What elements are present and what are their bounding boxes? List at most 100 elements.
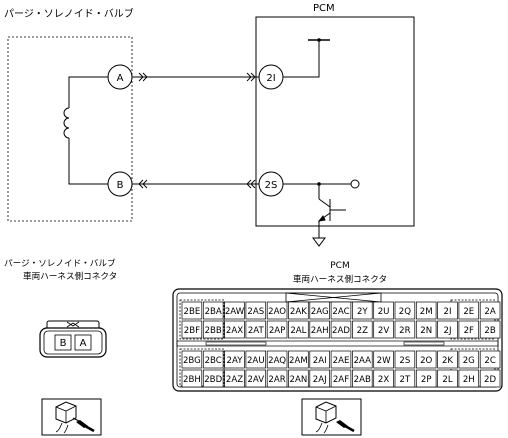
pcm-pin-cell: [224, 369, 245, 388]
pcm-pin-label: 2AI: [313, 356, 327, 366]
pcm-pin-cell: [373, 301, 394, 320]
pcm-pin-cell: [394, 301, 416, 320]
pcm-pin-cell: [309, 301, 330, 320]
coil-wire-a: [68, 76, 108, 108]
ground-icon: [312, 237, 326, 247]
pcm-pin-label: 2AW: [225, 307, 245, 317]
pcm-pin-cell: [266, 301, 288, 320]
pcm-pin-cell: [479, 369, 501, 388]
component-title: パージ・ソレノイド・バルブ: [4, 7, 134, 20]
pcm-pin-cell: [181, 320, 203, 339]
pcm-pin-label: 2AF: [333, 375, 349, 385]
pcm-pin-cell: [415, 369, 437, 388]
pcm-pin-label: 2F: [464, 326, 474, 336]
pcm-pin-label: 2AN: [290, 375, 308, 385]
pcm-pin-label: 2AU: [247, 356, 265, 366]
pcm-pin-cell: [202, 301, 224, 320]
pcm-pin-cell: [288, 301, 309, 320]
pcm-pin-cell: [181, 301, 203, 320]
pcm-pin-cell: [415, 301, 437, 320]
pcm-pin-label: 2I: [443, 307, 451, 317]
solenoid-connector-subtitle: 車両ハーネス側コネクタ: [23, 270, 117, 282]
pcm-pin-cell: [309, 320, 330, 339]
pcm-pin-cell: [458, 350, 480, 369]
pcm-pin-cell: [181, 369, 203, 388]
pcm-pin-cell: [458, 320, 480, 339]
pcm-pin-cell: [352, 301, 373, 320]
pcm-pin-cell: [245, 350, 267, 369]
pcm-pin-cell: [415, 350, 437, 369]
pcm-connector-shell: [172, 288, 503, 392]
pcm-pin-label: 2AJ: [313, 375, 327, 385]
pcm-pin-cell: [288, 350, 309, 369]
pcm-pin-cell: [373, 369, 394, 388]
pcm-pin-label: 2M: [420, 307, 433, 317]
pcm-pin-cell: [415, 320, 437, 339]
pcm-pin-label: 2AH: [311, 326, 329, 336]
pcm-pin-cell: [330, 350, 352, 369]
pcm-connector-subtitle: 車両ハーネス側コネクタ: [293, 273, 387, 285]
pcm-title: PCM: [313, 3, 335, 14]
pcm-pin-cell: [479, 350, 501, 369]
pcm-pin-label: 2U: [378, 307, 390, 317]
pcm-pin-cell: [479, 320, 501, 339]
pcm-pin-label: 2AY: [227, 356, 244, 366]
pcm-pin-label: 2AV: [247, 375, 264, 385]
pcm-pin-cell: [352, 320, 373, 339]
pcm-pin-label: 2AC: [332, 307, 349, 317]
pcm-pin-label: 2AA: [354, 356, 372, 366]
transistor-icon: [317, 184, 346, 238]
pcm-pin-cell: [309, 369, 330, 388]
pcm-pin-cell: [202, 369, 224, 388]
coil-wire-b: [68, 138, 108, 185]
pcm-pin-label: 2P: [421, 375, 432, 385]
pcm-pin-label: 2O: [420, 356, 432, 366]
pcm-pin-label: 2AX: [226, 326, 243, 336]
pcm-pin-cell: [394, 350, 416, 369]
pcm-pin-cell: [181, 350, 203, 369]
harness-probe-icon: [301, 398, 362, 436]
pcm-pin-label: 2BF: [184, 326, 200, 336]
pcm-pin-label: 2BA: [205, 307, 222, 317]
pcm-pin-cell: [288, 369, 309, 388]
pcm-pin-cell: [266, 320, 288, 339]
junction-dot: [317, 38, 321, 42]
pcm-pin-label: 2AQ: [268, 356, 286, 366]
pcm-pin-cell: [224, 350, 245, 369]
pcm-pin-cell: [394, 320, 416, 339]
pcm-pin-label: 2AS: [247, 307, 264, 317]
pcm-boundary: [255, 16, 415, 227]
pcm-connector-title: PCM: [330, 261, 349, 271]
pcm-pin-label: 2AP: [269, 326, 286, 336]
terminal-icon: [350, 179, 360, 189]
pcm-pin-label: 2BD: [204, 375, 222, 385]
pcm-pin-cell: [266, 369, 288, 388]
pcm-pin-cell: [437, 301, 458, 320]
pcm-pin-label: 2AG: [311, 307, 329, 317]
pcm-pin-cell: [245, 301, 267, 320]
pcm-pin-label: 2AE: [333, 356, 350, 366]
pcm-pin-label: 2Y: [357, 307, 368, 317]
pcm-pin-cell: [202, 350, 224, 369]
pcm-pin-cell: [352, 369, 373, 388]
pcm-pin-label: 2AD: [332, 326, 350, 336]
pcm-pin-label: 2AB: [354, 375, 371, 385]
pcm-pin-cell: [458, 369, 480, 388]
pcm-pin-cell: [458, 301, 480, 320]
pcm-pin-cell: [330, 301, 352, 320]
connector-chevron-icon: [138, 72, 256, 82]
pcm-pin-2i-label: 2I: [266, 73, 275, 84]
pcm-pin-label: 2K: [442, 356, 453, 366]
pin-a-label: A: [117, 73, 124, 84]
pcm-pin-cell: [224, 320, 245, 339]
pcm-pin-cell: [309, 350, 330, 369]
pcm-pin-label: 2BG: [183, 356, 201, 366]
pcm-pin-label: 2A: [484, 307, 495, 317]
pcm-pin-cell: [202, 320, 224, 339]
pin-b-label: B: [117, 180, 124, 191]
pcm-pin-label: 2Z: [357, 326, 368, 336]
pcm-pin-label: 2AR: [268, 375, 285, 385]
pcm-pin-cell: [373, 320, 394, 339]
